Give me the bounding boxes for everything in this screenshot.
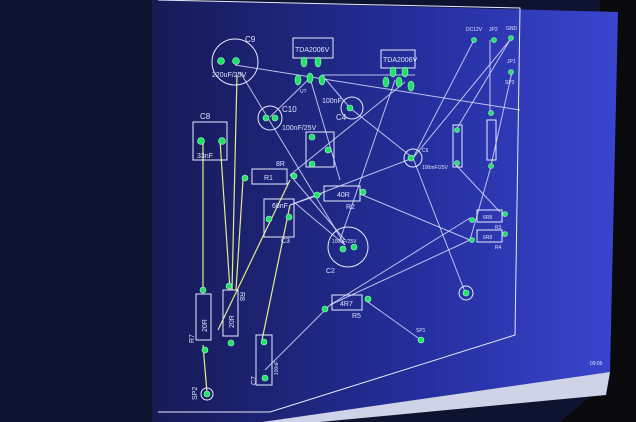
svg-text:68nF: 68nF (272, 203, 288, 210)
svg-text:SP1: SP1 (416, 328, 426, 334)
component-vertical-resistor[interactable] (486, 110, 497, 169)
svg-text:220uF/25V: 220uF/25V (212, 72, 247, 79)
component-unlabeled-box[interactable] (305, 131, 335, 168)
svg-text:C6: C6 (422, 148, 429, 154)
svg-text:DC12V: DC12V (466, 27, 483, 33)
connector-sp2[interactable]: SP2 (192, 387, 214, 401)
svg-text:20R: 20R (202, 319, 209, 332)
taskbar-clock: 09:05 (590, 361, 603, 367)
svg-text:100nF: 100nF (274, 361, 280, 375)
component-c7[interactable]: 100nF C7 (251, 334, 280, 386)
svg-text:C3: C3 (281, 238, 290, 245)
svg-text:C7: C7 (251, 376, 258, 385)
svg-text:C8: C8 (200, 112, 211, 121)
svg-text:U?: U? (300, 89, 307, 95)
svg-text:GND: GND (506, 26, 518, 32)
board-outline (157, 0, 521, 413)
component-c10[interactable]: C10 100nF/25V (257, 105, 317, 132)
svg-text:JP2: JP2 (489, 27, 498, 33)
component-c3[interactable]: 68nF C3 (263, 198, 295, 245)
component-r7[interactable]: 20R R7 (189, 286, 212, 354)
svg-text:C4: C4 (336, 113, 347, 122)
svg-text:C10: C10 (282, 105, 297, 114)
connector-jp2[interactable]: JP2 (489, 27, 498, 43)
svg-text:TDA2006V: TDA2006V (383, 57, 418, 64)
svg-text:R7: R7 (189, 334, 196, 343)
component-r2[interactable]: 40R R2 (313, 185, 367, 211)
svg-text:100uF/25V: 100uF/25V (332, 239, 357, 245)
component-r4[interactable]: 6R8 R4 (469, 229, 508, 251)
component-small-cap[interactable] (458, 285, 474, 301)
svg-text:8R: 8R (276, 161, 285, 168)
svg-text:R8: R8 (238, 292, 245, 301)
svg-text:40R: 40R (337, 192, 350, 199)
component-vertical-cap[interactable] (452, 124, 463, 168)
svg-text:100mF/25V: 100mF/25V (422, 165, 449, 171)
component-r1[interactable]: R1 8R (241, 161, 298, 185)
component-r3[interactable]: 6R8 R3 (469, 209, 508, 231)
component-c6[interactable]: C6 100mF/25V (403, 148, 449, 171)
component-c9[interactable]: C9 220uF/25V (211, 35, 259, 86)
svg-text:6R8: 6R8 (483, 215, 492, 221)
svg-text:100nF/25V: 100nF/25V (282, 125, 317, 132)
screen (152, 0, 618, 422)
monitor-bezel (560, 0, 636, 422)
svg-text:SP3: SP3 (505, 80, 515, 86)
component-tda2006v-2[interactable]: TDA2006V (380, 49, 418, 92)
svg-text:C9: C9 (245, 35, 256, 44)
svg-text:SP2: SP2 (192, 387, 199, 400)
component-tda2006v-1[interactable]: TDA2006V U? (292, 37, 334, 95)
component-c2[interactable]: 100uF/25V C2 (326, 226, 369, 275)
svg-text:JP1: JP1 (507, 59, 516, 65)
connector-jp1[interactable]: JP1 SP3 (505, 59, 516, 86)
connector-gnd[interactable]: GND (506, 26, 518, 41)
svg-text:6R8: 6R8 (483, 235, 492, 241)
svg-text:R3: R3 (495, 225, 502, 231)
svg-text:C2: C2 (326, 268, 335, 275)
svg-text:R1: R1 (264, 175, 273, 182)
component-c4[interactable]: 100nF C4 (322, 96, 364, 122)
component-r5[interactable]: 4R7 R5 (321, 294, 372, 320)
svg-text:100nF: 100nF (322, 98, 342, 105)
svg-text:4R7: 4R7 (340, 301, 353, 308)
ratsnest-wires (202, 39, 521, 394)
svg-text:R2: R2 (346, 204, 355, 211)
connector-sp1[interactable]: SP1 (416, 328, 426, 344)
svg-text:20R: 20R (229, 315, 236, 328)
svg-text:33nF: 33nF (197, 153, 213, 160)
component-c8[interactable]: C8 33nF (192, 112, 228, 161)
connector-dc12v[interactable]: DC12V (466, 27, 483, 43)
svg-text:R5: R5 (352, 313, 361, 320)
svg-text:TDA2006V: TDA2006V (295, 47, 330, 54)
svg-text:R4: R4 (495, 245, 502, 251)
component-r8[interactable]: 20R R8 (222, 282, 245, 347)
taskbar (262, 372, 610, 422)
